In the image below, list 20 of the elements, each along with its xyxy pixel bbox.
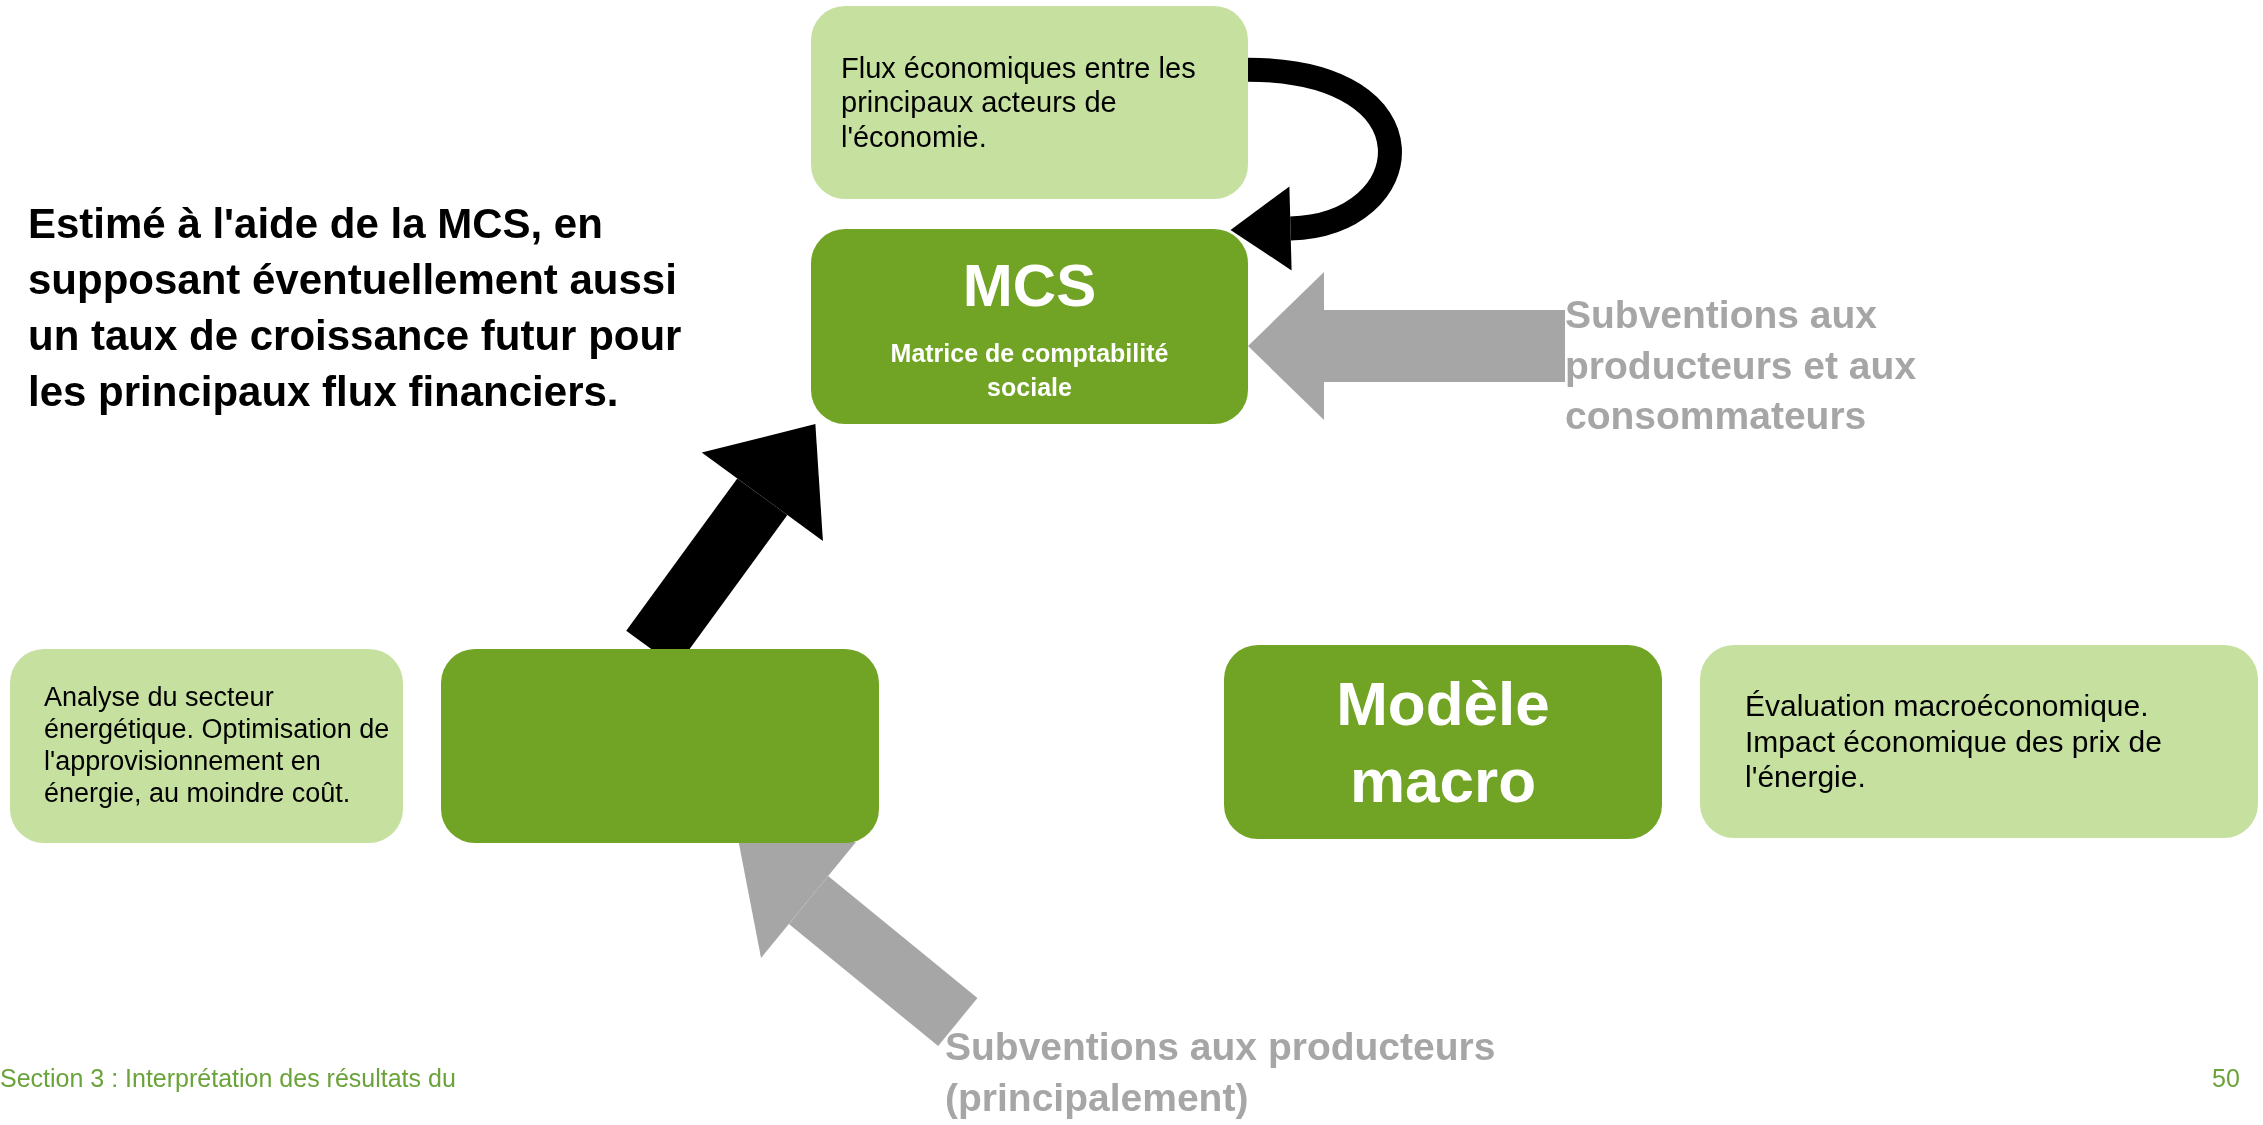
block-arrow <box>1231 57 1402 271</box>
description-box <box>1700 645 2258 838</box>
model-box <box>441 649 879 843</box>
box-title: Modèle macro <box>1335 667 1551 817</box>
block-arrow <box>738 841 978 1046</box>
box-text: Évaluation macroéconomique. Impact économique des prix de l'énergie. <box>1745 688 2163 795</box>
footer-text: Section 3 : Interprétation des résultats du <box>0 1063 457 1093</box>
model-box <box>1224 645 1662 839</box>
box-text: Flux économiques entre les principaux acteurs de l'économie. <box>841 51 1197 154</box>
annotation-text: Estimé à l'aide de la MCS, en supposant éventuellement aussi un taux de croissance futur pour les principaux flux financiers. <box>28 199 683 417</box>
description-box <box>10 649 403 843</box>
annotation-text: Subventions aux producteurs et aux consommateurs <box>1565 290 2045 450</box>
description-box <box>811 6 1248 199</box>
box-text: Analyse du secteur énergétique. Optimisation de l'approvisionnement en énergie, au moindre coût. <box>44 682 391 810</box>
block-arrow <box>1248 272 1565 420</box>
model-box <box>811 229 1248 424</box>
box-subtitle: Matrice de comptabilité sociale <box>889 338 1170 403</box>
box-title: MCS <box>962 251 1097 322</box>
page-number: 50 <box>2212 1063 2241 1093</box>
annotation-text: Subventions aux producteurs (principalement) <box>945 1022 1585 1125</box>
